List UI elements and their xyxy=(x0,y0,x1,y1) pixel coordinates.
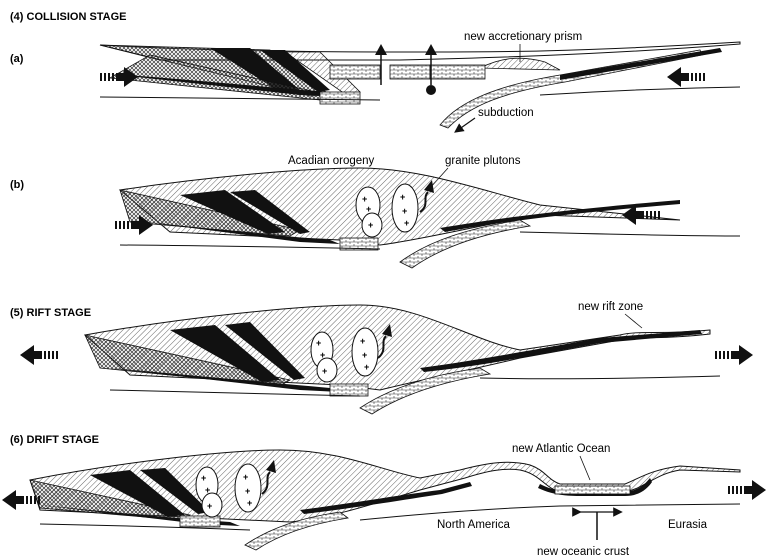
collision-stage-title: (4) COLLISION STAGE xyxy=(10,11,127,23)
drift-stage-cross-section xyxy=(30,450,740,550)
svg-text:+: + xyxy=(362,350,367,360)
pull-right-arrow-rift xyxy=(715,345,753,365)
acadian-orogeny-label: Acadian orogeny xyxy=(288,155,375,167)
pull-left-arrow-rift xyxy=(20,345,58,365)
svg-text:+: + xyxy=(364,362,369,372)
pull-right-arrow-drift xyxy=(728,480,766,500)
svg-text:+: + xyxy=(368,220,373,230)
panel-a-label: (a) xyxy=(10,53,24,65)
svg-text:+: + xyxy=(404,218,409,228)
panel-b-label: (b) xyxy=(10,179,24,191)
svg-text:+: + xyxy=(360,336,365,346)
eurasia-label: Eurasia xyxy=(668,519,708,531)
new-oceanic-crust-label: new oceanic crust xyxy=(537,546,630,558)
north-america-label: North America xyxy=(437,519,510,531)
svg-text:+: + xyxy=(402,206,407,216)
svg-text:+: + xyxy=(400,192,405,202)
new-accretionary-prism-label: new accretionary prism xyxy=(464,31,582,43)
subduction-label: subduction xyxy=(478,107,534,119)
svg-text:+: + xyxy=(316,338,321,348)
svg-text:+: + xyxy=(320,350,325,360)
svg-text:+: + xyxy=(207,501,212,511)
svg-text:+: + xyxy=(205,485,210,495)
panel-a-cross-section xyxy=(100,42,740,128)
rift-stage-title: (5) RIFT STAGE xyxy=(10,307,91,319)
rift-zone-leader-line xyxy=(625,314,642,328)
new-rift-zone-label: new rift zone xyxy=(578,301,643,313)
granite-plutons-label: granite plutons xyxy=(445,155,521,167)
rift-stage-cross-section xyxy=(85,305,720,414)
drift-stage-title: (6) DRIFT STAGE xyxy=(10,434,99,446)
atlantic-leader-line xyxy=(580,456,590,480)
svg-text:+: + xyxy=(362,194,367,204)
svg-text:+: + xyxy=(245,486,250,496)
subduction-arrow xyxy=(458,118,475,130)
svg-text:+: + xyxy=(366,204,371,214)
svg-text:+: + xyxy=(201,473,206,483)
svg-text:+: + xyxy=(247,498,252,508)
svg-text:+: + xyxy=(322,366,327,376)
new-atlantic-ocean-label: new Atlantic Ocean xyxy=(512,443,610,455)
svg-text:+: + xyxy=(243,472,248,482)
push-left-arrow-a xyxy=(667,67,705,87)
